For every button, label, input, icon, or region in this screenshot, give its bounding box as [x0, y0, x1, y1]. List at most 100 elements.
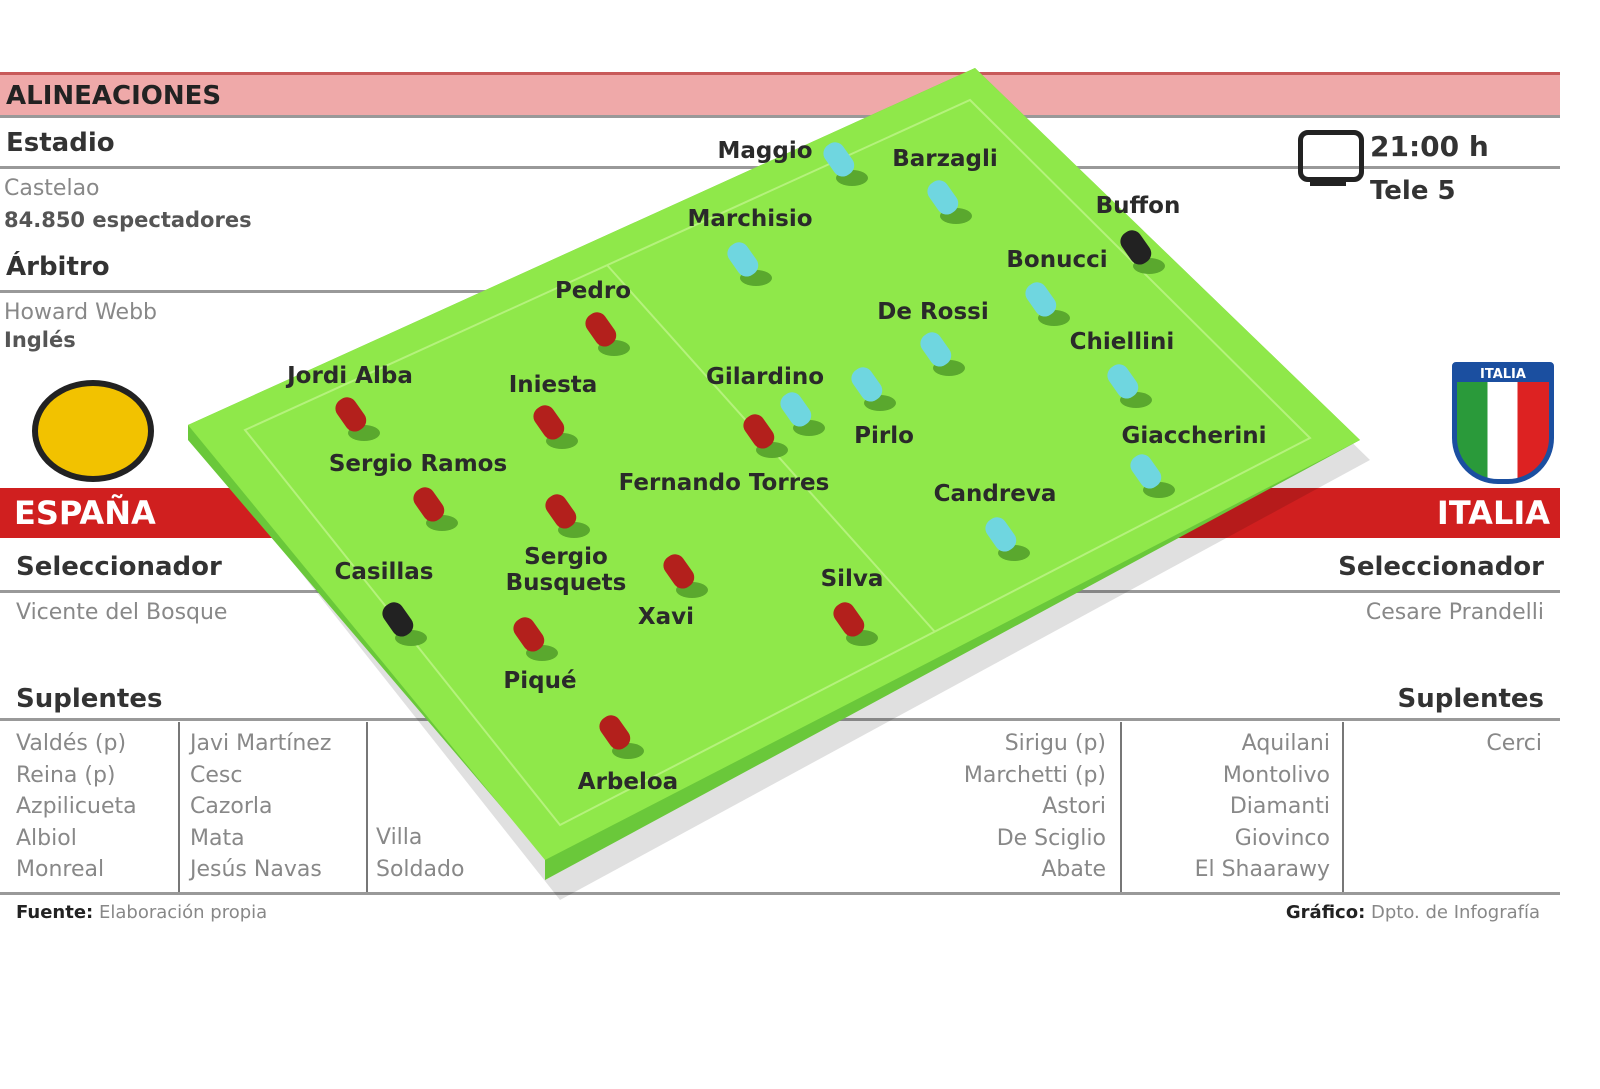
- italy-player-marker: [985, 517, 1017, 552]
- sub-player: Javi Martínez: [190, 731, 332, 756]
- spain-player-name: Jordi Alba: [285, 363, 413, 389]
- spain-player-marker: [533, 405, 565, 440]
- stadium-name: Castelao: [4, 176, 100, 201]
- italy-player-marker: [1107, 364, 1139, 399]
- sub-player: Diamanti: [1229, 794, 1330, 819]
- pitch-lines: [243, 98, 1312, 827]
- sub-player: Albiol: [16, 825, 77, 851]
- sub-player: De Sciglio: [996, 825, 1106, 851]
- source-label: Fuente:: [16, 902, 94, 923]
- sub-player: Abate: [1041, 857, 1106, 882]
- pitch-surface: [188, 68, 1360, 860]
- sub-player: Montolivo: [1222, 762, 1330, 788]
- italy-player-name: Gilardino: [706, 364, 824, 390]
- italy-player-marker: [823, 142, 855, 177]
- italy-player-marker: [1130, 454, 1162, 489]
- divider: [178, 722, 180, 892]
- spain-player-name: Xavi: [638, 604, 694, 630]
- sub-player: Cerci: [1486, 731, 1542, 756]
- italy-name: ITALIA: [1436, 494, 1550, 532]
- spain-crest-icon: [32, 380, 154, 482]
- spain-player-marker: [585, 312, 617, 347]
- italy-player-name: Giaccherini: [1121, 423, 1266, 449]
- italy-player-name: Barzagli: [892, 146, 998, 172]
- spain-player-name: Iniesta: [509, 372, 598, 398]
- italy-player-name: Maggio: [717, 138, 812, 164]
- sub-player: Marchetti (p): [963, 762, 1106, 788]
- italy-player-marker: [851, 367, 883, 402]
- divider: [1120, 722, 1122, 892]
- referee-nationality: Inglés: [4, 328, 76, 352]
- spain-player-marker: [382, 602, 414, 637]
- spain-player-marker: [545, 494, 577, 529]
- spain-player-name: Piqué: [503, 668, 576, 694]
- spain-player-marker: [335, 397, 367, 432]
- italy-player-marker: [727, 242, 759, 277]
- sub-player: Azpilicueta: [16, 794, 137, 819]
- sub-player: Villa: [376, 825, 423, 850]
- graphic: Dpto. de Infografía: [1371, 902, 1540, 923]
- sub-player: Soldado: [376, 856, 465, 882]
- spain-player-marker: [599, 715, 631, 750]
- spain-player-name: Silva: [821, 566, 884, 592]
- divider: [1342, 722, 1344, 892]
- sub-player: Monreal: [16, 857, 105, 882]
- divider: [0, 290, 500, 293]
- referee-name: Howard Webb: [4, 300, 158, 325]
- spain-player-name: Casillas: [335, 559, 434, 585]
- spain-player-name: Pedro: [555, 278, 631, 304]
- sub-player: Astori: [1042, 794, 1106, 819]
- italy-player-name: Candreva: [934, 481, 1057, 507]
- sub-player: Cesc: [190, 762, 243, 788]
- spain-player-name: Sergio Ramos: [329, 451, 507, 477]
- spain-player-name: Arbeloa: [578, 769, 678, 795]
- referee-label: Árbitro: [6, 252, 110, 282]
- tv-channel: Tele 5: [1370, 176, 1456, 206]
- italy-player-marker: [780, 392, 812, 427]
- italy-crest-icon: ITALIA: [1452, 362, 1554, 484]
- sub-player: Jesús Navas: [190, 857, 322, 882]
- italy-player-marker: [1120, 230, 1152, 265]
- spain-name: ESPAÑA: [14, 494, 156, 532]
- italy-player-marker: [927, 180, 959, 215]
- spain-coach: Vicente del Bosque: [16, 600, 228, 625]
- divider: [366, 722, 368, 892]
- spain-player-name: Fernando Torres: [619, 470, 830, 496]
- title: ALINEACIONES: [6, 81, 222, 111]
- spectators: 84.850 espectadores: [4, 208, 252, 232]
- sub-player: Sirigu (p): [1004, 731, 1106, 756]
- divider: [0, 892, 1560, 895]
- spain-player-name: Busquets: [506, 570, 627, 596]
- sub-player: Reina (p): [16, 762, 116, 788]
- title-bar: ALINEACIONES: [0, 72, 1560, 118]
- tv-stand: [1310, 178, 1346, 186]
- italy-player-name: Pirlo: [854, 423, 914, 449]
- sub-player: Giovinco: [1234, 825, 1330, 851]
- italy-coach-label: Seleccionador: [1338, 552, 1544, 582]
- sub-player: Cazorla: [190, 794, 273, 819]
- spain-player-marker: [663, 554, 695, 589]
- spain-player-marker: [413, 487, 445, 522]
- spain-coach-label: Seleccionador: [16, 552, 222, 582]
- italy-subs-label: Suplentes: [1397, 684, 1544, 714]
- italy-player-name: Marchisio: [687, 206, 812, 232]
- source-note: Fuente: Elaboración propia: [16, 902, 267, 923]
- italy-player-name: Bonucci: [1006, 247, 1107, 273]
- spain-player-marker: [743, 414, 775, 449]
- sub-player: Valdés (p): [16, 731, 127, 756]
- source: Elaboración propia: [98, 902, 268, 923]
- sub-player: Mata: [190, 825, 245, 851]
- italy-player-marker: [1025, 282, 1057, 317]
- italy-player-name: Chiellini: [1070, 329, 1175, 355]
- graphic-label: Gráfico:: [1285, 902, 1366, 923]
- spain-subs-label: Suplentes: [16, 684, 163, 714]
- italy-player-name: Buffon: [1096, 193, 1181, 219]
- spain-player-marker: [833, 602, 865, 637]
- spain-player-marker: [513, 617, 545, 652]
